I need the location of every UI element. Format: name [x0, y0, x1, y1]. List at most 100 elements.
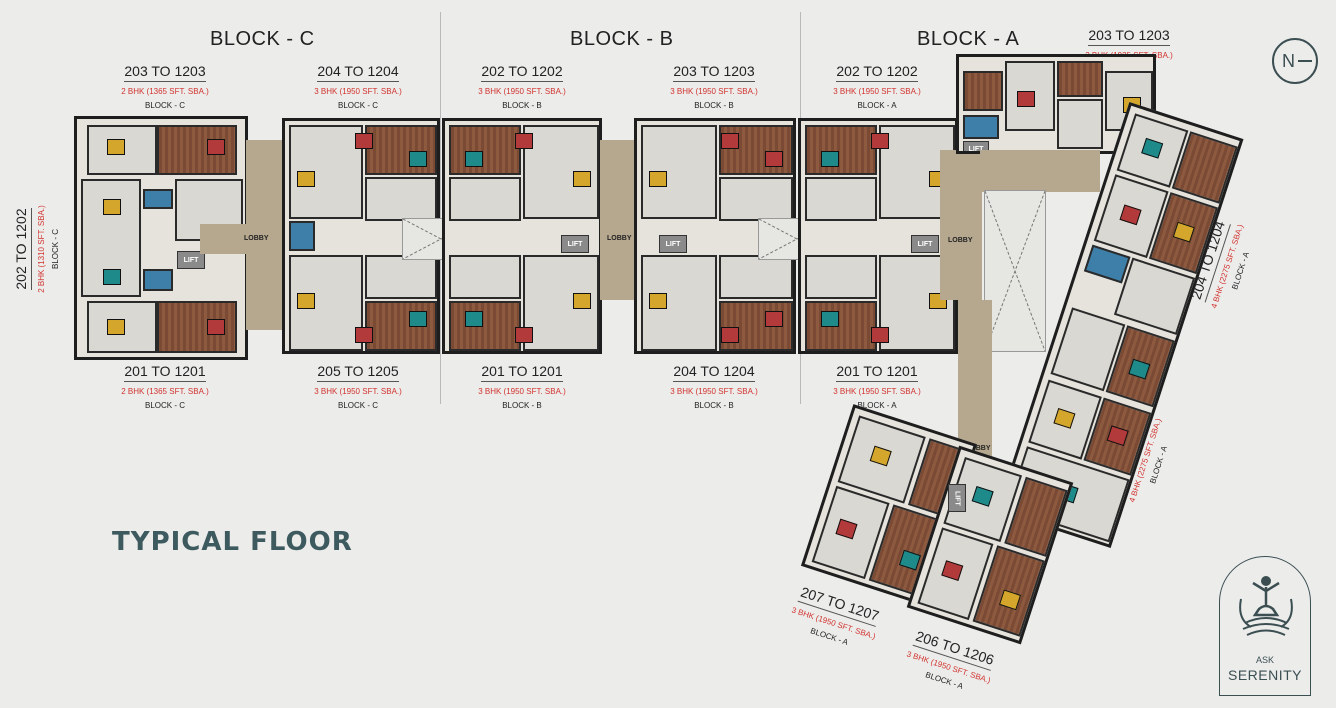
bed [721, 327, 739, 343]
block-c-heading: BLOCK - C [210, 28, 315, 50]
bed [821, 311, 839, 327]
lobby-corridor [600, 140, 634, 300]
brand-logo: ASK SERENITY [1219, 556, 1311, 696]
room [365, 177, 437, 221]
unit-block: BLOCK - C [144, 401, 185, 410]
unit-type: 3 BHK (1950 SFT. SBA.) [833, 87, 921, 96]
lobby-corridor [940, 150, 982, 300]
unit-range: 205 TO 1205 [317, 364, 399, 382]
bed [1017, 91, 1035, 107]
bed [103, 269, 121, 285]
unit-block: BLOCK - B [502, 401, 542, 410]
unit-type: 3 BHK (1950 SFT. SBA.) [670, 87, 758, 96]
bed [107, 139, 125, 155]
unit-range: 203 TO 1203 [124, 64, 206, 82]
unit-block: BLOCK - B [502, 101, 542, 110]
unit-range: 203 TO 1203 [1088, 28, 1170, 46]
unit-type: 3 BHK (1950 SFT. SBA.) [833, 387, 921, 396]
unit-label-b-201: 201 TO 1201 3 BHK (1950 SFT. SBA.) BLOCK… [447, 364, 597, 410]
bed [409, 311, 427, 327]
unit-type: 3 BHK (1950 SFT. SBA.) [314, 387, 402, 396]
unit-type: 2 BHK (1310 SFT. SBA.) [37, 205, 46, 293]
unit-range: 204 TO 1204 [673, 364, 755, 382]
room [365, 125, 437, 175]
bed [721, 133, 739, 149]
block-divider [440, 12, 441, 404]
lobby-label: LOBBY [948, 237, 973, 244]
room [365, 255, 437, 299]
floor-plan-block-b-east: LIFT [634, 118, 796, 354]
unit-type: 3 BHK (1950 SFT. SBA.) [670, 387, 758, 396]
room [805, 125, 877, 175]
room [523, 255, 599, 351]
logo-text-ask: ASK [1255, 655, 1274, 665]
lobby-label: LOBBY [244, 235, 269, 242]
room [805, 301, 877, 351]
unit-label-c-204: 204 TO 1204 3 BHK (1950 SFT. SBA.) BLOCK… [283, 64, 433, 110]
unit-type: 3 BHK (1950 SFT. SBA.) [478, 87, 566, 96]
bed [649, 293, 667, 309]
bed [649, 171, 667, 187]
room [289, 255, 363, 351]
floor-title: TYPICAL FLOOR [112, 527, 353, 557]
unit-label-c-201: 201 TO 1201 2 BHK (1365 SFT. SBA.) BLOCK… [90, 364, 240, 410]
unit-block: BLOCK - C [337, 401, 378, 410]
bed [207, 319, 225, 335]
lift: LIFT [177, 251, 205, 269]
block-b-heading: BLOCK - B [570, 28, 674, 50]
bed [355, 133, 373, 149]
void-cross [985, 191, 1045, 351]
room [143, 269, 173, 291]
block-a-heading: BLOCK - A [917, 28, 1020, 50]
unit-range: 201 TO 1201 [481, 364, 563, 382]
unit-label-b-204: 204 TO 1204 3 BHK (1950 SFT. SBA.) BLOCK… [639, 364, 789, 410]
room [719, 255, 793, 299]
floor-plan-block-b-west: LIFT [442, 118, 602, 354]
room [641, 255, 717, 351]
room [157, 125, 237, 175]
unit-range: 201 TO 1201 [124, 364, 206, 382]
room [143, 189, 173, 209]
room [1057, 99, 1103, 149]
unit-label-c-202: 202 TO 1202 2 BHK (1310 SFT. SBA.) BLOCK… [13, 174, 60, 324]
room [719, 177, 793, 221]
room [449, 125, 521, 175]
bed [355, 327, 373, 343]
unit-type: 3 BHK (1950 SFT. SBA.) [314, 87, 402, 96]
bed [409, 151, 427, 167]
bed [107, 319, 125, 335]
unit-block: BLOCK - C [337, 101, 378, 110]
bed [821, 151, 839, 167]
unit-range: 203 TO 1203 [673, 64, 755, 82]
logo-text-serenity: SERENITY [1227, 667, 1302, 683]
bed [465, 151, 483, 167]
bed [515, 133, 533, 149]
lift: LIFT [561, 235, 589, 253]
room [805, 177, 877, 221]
bed [871, 327, 889, 343]
room [449, 177, 521, 221]
bed [515, 327, 533, 343]
lift: LIFT [963, 141, 989, 151]
unit-label-a-201: 201 TO 1201 3 BHK (1950 SFT. SBA.) BLOCK… [802, 364, 952, 410]
bed [297, 293, 315, 309]
unit-label-c-203: 203 TO 1203 2 BHK (1365 SFT. SBA.) BLOCK… [90, 64, 240, 110]
unit-label-c-205: 205 TO 1205 3 BHK (1950 SFT. SBA.) BLOCK… [283, 364, 433, 410]
unit-block: BLOCK - A [857, 101, 897, 110]
unit-type: 2 BHK (1365 SFT. SBA.) [121, 87, 209, 96]
north-letter: N [1282, 50, 1295, 71]
bed [297, 171, 315, 187]
lobby-label: LOBBY [966, 445, 991, 452]
open-void [984, 190, 1046, 352]
bed [573, 171, 591, 187]
lobby-corridor [980, 150, 1100, 192]
unit-label-a-202: 202 TO 1202 3 BHK (1950 SFT. SBA.) BLOCK… [802, 64, 952, 110]
room [963, 71, 1003, 111]
unit-block: BLOCK - B [694, 101, 734, 110]
room [805, 255, 877, 299]
room [1057, 61, 1103, 97]
room [289, 221, 315, 251]
unit-range: 202 TO 1202 [13, 208, 32, 290]
bed [871, 133, 889, 149]
bed [573, 293, 591, 309]
